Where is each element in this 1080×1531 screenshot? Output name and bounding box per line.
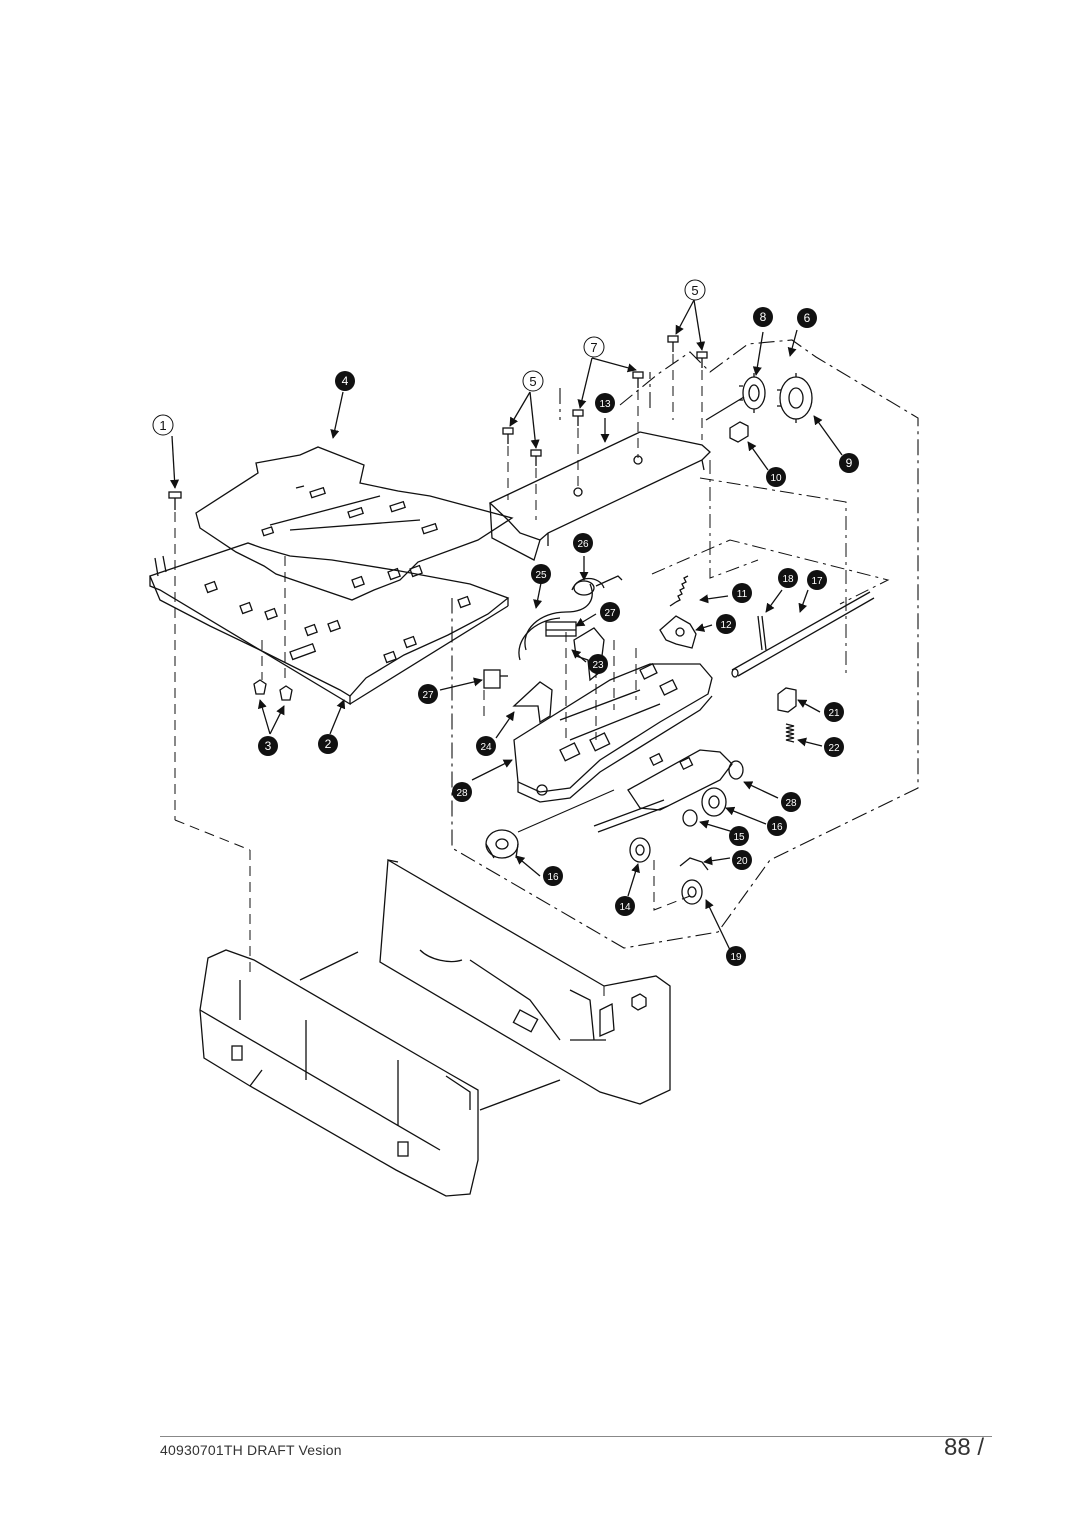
callout-4-label: 4	[342, 374, 349, 388]
roller-16-outer	[485, 829, 519, 859]
paper-cassette	[199, 858, 671, 1197]
callout-27a-label: 27	[604, 608, 616, 619]
callout-18: 18	[778, 568, 798, 588]
callout-28a-label: 28	[456, 788, 468, 799]
callout-1-label: 1	[159, 418, 166, 433]
callout-21: 21	[824, 702, 844, 722]
callout-28a: 28	[452, 782, 472, 802]
callout-23: 23	[588, 654, 608, 674]
callout-19: 19	[726, 946, 746, 966]
upper-plate	[195, 446, 514, 601]
gear-8	[739, 373, 766, 413]
callout-16b: 16	[543, 866, 563, 886]
callout-24: 24	[476, 736, 496, 756]
callout-5b-label: 5	[691, 283, 698, 298]
callout-10-label: 10	[770, 473, 782, 484]
callout-17: 17	[807, 570, 827, 590]
lever-24	[512, 681, 553, 724]
callout-16a: 16	[767, 816, 787, 836]
callout-7-label: 7	[590, 340, 597, 355]
callout-26: 26	[573, 533, 593, 553]
callout-12-label: 12	[720, 620, 732, 631]
callout-26-label: 26	[577, 539, 589, 550]
callout-23-label: 23	[592, 660, 604, 671]
footer-rule	[160, 1436, 992, 1437]
callout-3: 3	[258, 736, 278, 756]
callout-28b-label: 28	[785, 798, 797, 809]
footer-document-id: 40930701TH DRAFT Vesion	[160, 1442, 342, 1458]
cap-21	[777, 687, 797, 713]
callout-9-label: 9	[846, 456, 853, 470]
base-plate	[149, 542, 510, 706]
callout-27b: 27	[418, 684, 438, 704]
clip-20	[679, 857, 709, 871]
shaft-17	[731, 591, 875, 678]
callout-5b: 5	[684, 279, 706, 301]
callout-13-label: 13	[599, 399, 611, 410]
callout-19-label: 19	[730, 952, 742, 963]
roller-16	[701, 787, 727, 817]
callout-3-label: 3	[265, 739, 272, 753]
feed-housing	[513, 662, 713, 803]
gear-19	[681, 879, 703, 905]
callout-9: 9	[839, 453, 859, 473]
callout-21-label: 21	[828, 708, 840, 719]
bracket-13	[488, 431, 711, 561]
callout-6: 6	[797, 308, 817, 328]
callout-14: 14	[615, 896, 635, 916]
callout-20-label: 20	[736, 856, 748, 867]
callout-17-label: 17	[811, 576, 823, 587]
footer-page-number: 88 /	[943, 1434, 984, 1461]
callout-11: 11	[732, 583, 752, 603]
part-10	[729, 421, 749, 443]
callout-5a-label: 5	[529, 374, 536, 389]
callout-13: 13	[595, 393, 615, 413]
callout-27a: 27	[600, 602, 620, 622]
callout-2: 2	[318, 734, 338, 754]
gear-14	[629, 837, 651, 863]
callout-25: 25	[531, 564, 551, 584]
harness-25-26	[518, 575, 623, 661]
callout-15-label: 15	[733, 832, 745, 843]
callout-8: 8	[753, 307, 773, 327]
spring-11	[669, 575, 689, 607]
callout-7: 7	[583, 336, 605, 358]
callout-25-label: 25	[535, 570, 547, 581]
callout-20: 20	[732, 850, 752, 870]
callout-11-label: 11	[737, 589, 748, 600]
sensor-27	[483, 621, 577, 689]
screws-5-7	[502, 335, 708, 466]
callout-8-label: 8	[760, 310, 767, 324]
callout-10: 10	[766, 467, 786, 487]
callout-16a-label: 16	[771, 822, 783, 833]
pin-18	[757, 615, 767, 651]
callout-22: 22	[824, 737, 844, 757]
callout-27b-label: 27	[422, 690, 434, 701]
gear-9	[777, 373, 813, 423]
callout-6-label: 6	[804, 311, 811, 325]
screw-1	[168, 491, 182, 510]
callout-16b-label: 16	[547, 872, 559, 883]
lever-12	[659, 615, 697, 649]
callout-24-label: 24	[480, 742, 492, 753]
callout-14-label: 14	[619, 902, 631, 913]
callout-18-label: 18	[782, 574, 794, 585]
callout-22-label: 22	[828, 743, 840, 754]
callout-15: 15	[729, 826, 749, 846]
callout-12: 12	[716, 614, 736, 634]
rivets-3	[253, 679, 293, 701]
spring-22	[785, 723, 795, 743]
callout-4: 4	[335, 371, 355, 391]
roller-assembly-28	[593, 749, 744, 833]
callout-28b: 28	[781, 792, 801, 812]
callout-1: 1	[152, 414, 174, 436]
callout-5a: 5	[522, 370, 544, 392]
callout-2-label: 2	[325, 737, 332, 751]
collar-15	[682, 809, 698, 827]
